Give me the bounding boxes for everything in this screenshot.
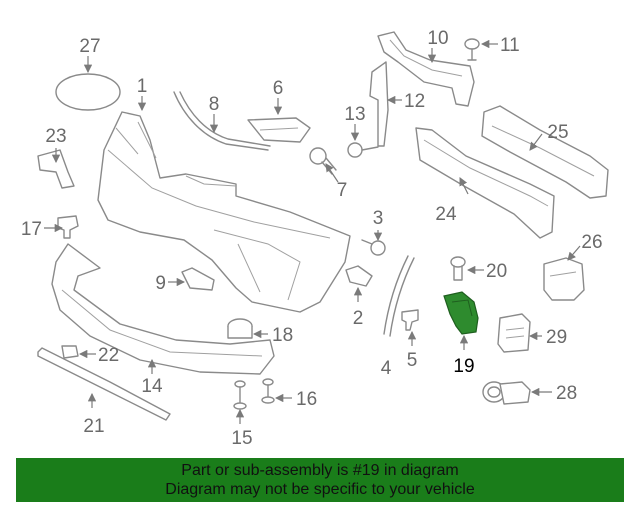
callout-21: 21 xyxy=(83,416,104,437)
part-10-upper-bracket xyxy=(377,31,475,107)
callout-25: 25 xyxy=(547,122,568,143)
callout-18: 18 xyxy=(272,325,293,346)
callout-13: 13 xyxy=(344,104,365,125)
callout-6: 6 xyxy=(273,78,284,99)
callout-27: 27 xyxy=(79,36,100,57)
part-29-sensor-holder xyxy=(497,313,531,353)
callout-10: 10 xyxy=(427,28,448,49)
callout-24: 24 xyxy=(435,204,457,225)
callout-28: 28 xyxy=(556,383,577,404)
part-20-push-clip xyxy=(450,256,466,281)
part-9-bracket xyxy=(181,267,215,291)
callout-22: 22 xyxy=(98,345,119,366)
part-18-clip-housing xyxy=(227,318,253,339)
callout-23: 23 xyxy=(45,126,66,147)
callout-1: 1 xyxy=(137,76,148,97)
part-21-lower-strip xyxy=(37,347,171,421)
callout-2: 2 xyxy=(353,308,364,329)
leader-lines xyxy=(44,39,581,424)
callout-11: 11 xyxy=(500,35,520,56)
callout-19[interactable]: 19 xyxy=(453,356,474,377)
info-banner: Part or sub-assembly is #19 in diagram D… xyxy=(16,458,624,502)
callout-26: 26 xyxy=(581,232,602,253)
part-12-side-bracket xyxy=(369,61,389,147)
part-11-clip xyxy=(464,38,480,61)
part-17-clip xyxy=(57,215,79,239)
part-16-screw xyxy=(261,378,275,404)
part-8-molding-strip xyxy=(173,91,271,151)
part-6-trim-panel xyxy=(247,117,311,143)
part-26-retainer xyxy=(543,257,585,301)
callout-8: 8 xyxy=(209,94,220,115)
callout-5: 5 xyxy=(407,350,418,371)
part-24-reinforcement-beam xyxy=(415,127,555,239)
part-14-lower-spoiler xyxy=(51,243,275,375)
callout-3: 3 xyxy=(373,208,384,229)
part-27-emblem-ring xyxy=(55,73,121,111)
part-4-side-molding xyxy=(383,255,415,337)
callout-7: 7 xyxy=(337,180,348,201)
callout-15: 15 xyxy=(231,428,252,449)
callout-16: 16 xyxy=(296,389,317,410)
part-15-screw xyxy=(233,380,247,410)
callout-20: 20 xyxy=(486,261,507,282)
banner-line-disclaimer: Diagram may not be specific to your vehi… xyxy=(165,481,475,498)
part-23-side-bracket xyxy=(37,149,75,189)
part-3-screw xyxy=(361,239,386,256)
part-2-bracket xyxy=(345,265,373,287)
part-19-sensor-bracket-highlighted[interactable] xyxy=(443,291,479,335)
callout-labels: 27 1 8 6 7 13 10 11 12 23 17 9 18 14 21 … xyxy=(21,28,603,449)
part-25-impact-absorber xyxy=(481,105,609,199)
part-22-clip xyxy=(61,345,79,359)
exploded-parts-diagram: 27 1 8 6 7 13 10 11 12 23 17 9 18 14 21 … xyxy=(21,28,609,449)
callout-4: 4 xyxy=(381,358,392,379)
part-13-screw xyxy=(347,142,379,158)
callout-12: 12 xyxy=(404,91,425,112)
callout-29: 29 xyxy=(546,327,567,348)
callout-14: 14 xyxy=(141,376,163,397)
callout-17: 17 xyxy=(21,219,42,240)
part-28-parking-sensor xyxy=(482,381,531,405)
part-7-screw xyxy=(309,147,337,175)
banner-line-part: Part or sub-assembly is #19 in diagram xyxy=(181,462,459,479)
part-5-clip xyxy=(401,309,419,331)
part-1-bumper-cover xyxy=(97,111,351,313)
callout-9: 9 xyxy=(155,273,166,294)
